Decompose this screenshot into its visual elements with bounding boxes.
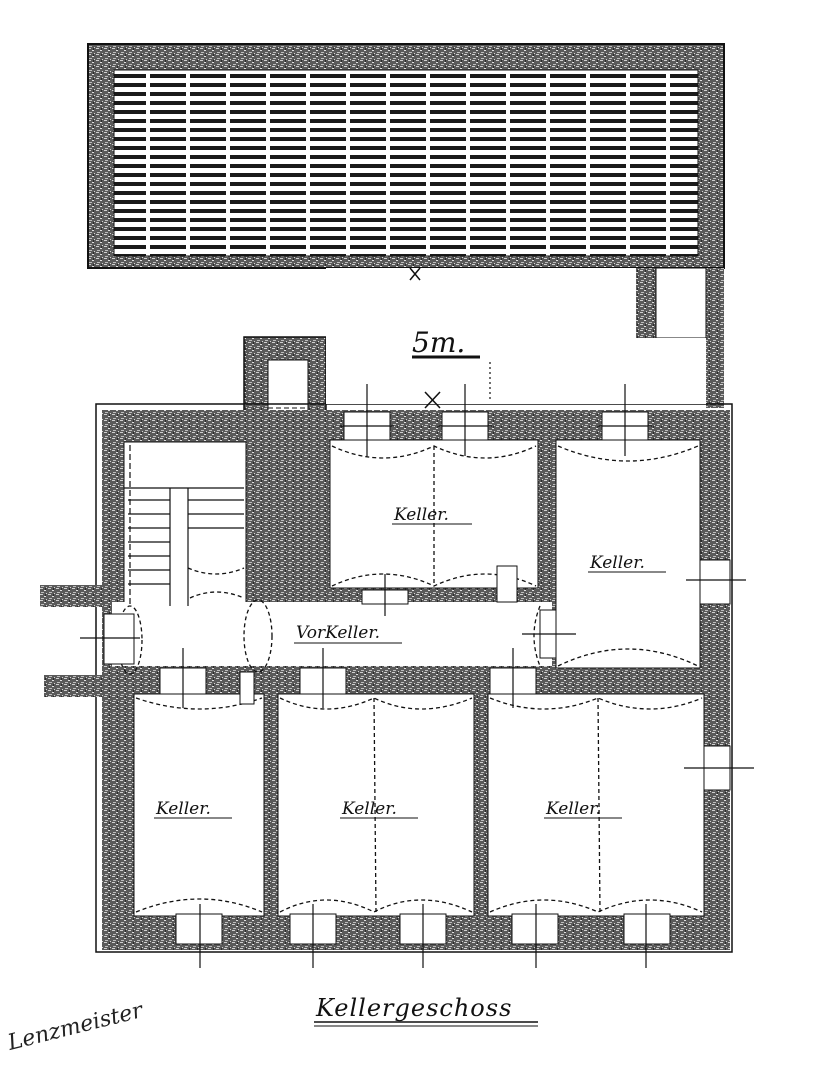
- axis-lines: [80, 362, 754, 968]
- drawing-title: Kellergeschoss: [315, 994, 512, 1022]
- signature: Lenzmeister: [4, 998, 146, 1056]
- room-label-keller-bottom-middle: Keller.: [341, 799, 397, 819]
- room-label-keller-bottom-left: Keller.: [155, 799, 211, 819]
- x-marker-icon: [409, 267, 441, 409]
- room-label-vorkeller: VorKeller.: [296, 623, 380, 643]
- room-label-keller-top-right: Keller.: [589, 553, 645, 573]
- rooms: [112, 268, 706, 917]
- room-label-keller-top-center: Keller.: [393, 505, 449, 525]
- vault-lines: [117, 445, 703, 913]
- stair-flight: [124, 445, 244, 606]
- room-label-keller-bottom-right: Keller.: [545, 799, 601, 819]
- cistern-tank: [87, 43, 725, 269]
- scale-label: 5m.: [412, 326, 465, 359]
